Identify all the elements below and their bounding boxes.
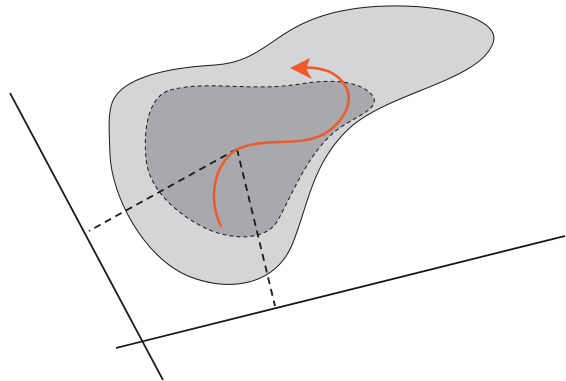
bottom-axis-line [115,235,566,349]
projection-to-left-axis [88,148,238,232]
trajectory-arrowhead [290,58,312,79]
inner-region-dashed [144,80,375,238]
projection-to-bottom-axis [236,148,276,307]
trajectory-curve [212,66,350,228]
left-axis-line [9,92,164,381]
